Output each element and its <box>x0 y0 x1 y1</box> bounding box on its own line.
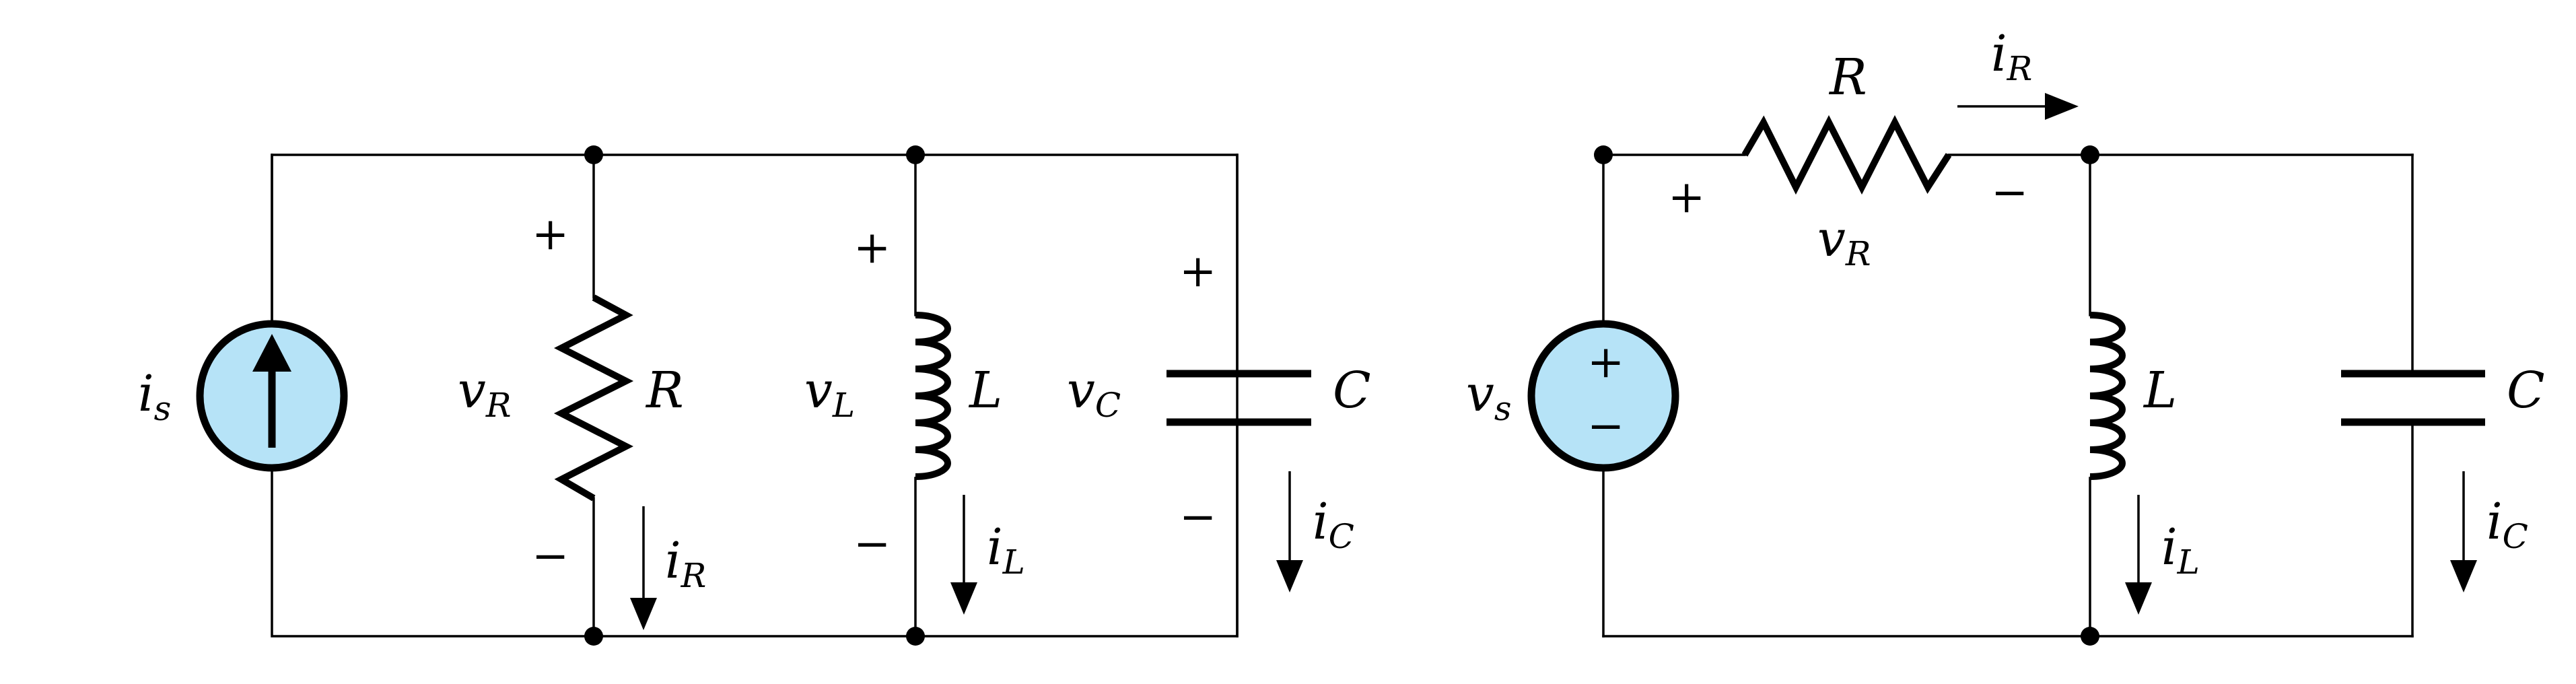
series-current-arrow <box>1957 93 2079 120</box>
series-current-label: iR <box>1991 25 2032 88</box>
series-inductor-current-arrow <box>2125 495 2152 615</box>
capacitor-minus-sign: − <box>1179 491 1216 543</box>
inductor-voltage-label: vL <box>804 362 855 425</box>
inductor-plus-sign: + <box>854 221 891 273</box>
parallel-nodes <box>584 145 925 646</box>
parallel-resistor <box>553 294 634 502</box>
series-resistor-plus-sign: + <box>1668 171 1705 223</box>
series-resistor <box>1741 115 1952 195</box>
inductor-current-label: iL <box>987 518 1025 582</box>
capacitor-voltage-label: vC <box>1067 362 1121 425</box>
parallel-capacitor <box>1167 370 1311 426</box>
voltage-source <box>1527 320 1679 472</box>
resistor-minus-sign: − <box>532 530 569 582</box>
series-resistor-label: R <box>1828 48 1867 106</box>
resistor-voltage-label: vR <box>458 362 511 425</box>
parallel-inductor <box>915 312 951 480</box>
parallel-resistor-label: R <box>645 362 684 419</box>
resistor-plus-sign: + <box>532 208 569 260</box>
resistor-current-arrow <box>630 506 657 630</box>
parallel-inductor-label: L <box>968 362 1002 419</box>
series-capacitor <box>2341 370 2485 426</box>
source-voltage-label: vs <box>1466 365 1511 428</box>
series-inductor-label: L <box>2143 362 2177 419</box>
series-resistor-minus-sign: − <box>1991 166 2028 218</box>
series-inductor-current-label: iL <box>2161 518 2200 582</box>
series-inductor <box>2089 312 2126 480</box>
series-capacitor-current-arrow <box>2450 471 2477 592</box>
current-source-arrow-icon <box>252 334 291 372</box>
capacitor-plus-sign: + <box>1179 245 1216 297</box>
parallel-capacitor-label: C <box>1333 362 1371 419</box>
resistor-current-label: iR <box>665 532 706 595</box>
series-capacitor-current-label: iC <box>2486 493 2528 556</box>
current-source <box>196 320 348 472</box>
voltage-source-plus-sign: + <box>1587 336 1624 388</box>
series-nodes <box>1594 145 2099 646</box>
source-current-label: is <box>138 365 171 428</box>
inductor-minus-sign: − <box>854 518 891 570</box>
capacitor-current-label: iC <box>1313 493 1354 556</box>
series-resistor-voltage-label: vR <box>1817 210 1871 273</box>
series-rlc-circuit: + − vs R vR + − iR L iL <box>1466 25 2545 646</box>
parallel-rlc-circuit: is R vR + − iR L vL + − iL <box>138 145 1371 646</box>
series-wires <box>1602 153 2414 638</box>
inductor-current-arrow <box>950 495 977 615</box>
voltage-source-body <box>1527 320 1679 472</box>
capacitor-current-arrow <box>1276 471 1303 592</box>
series-capacitor-label: C <box>2507 362 2545 419</box>
voltage-source-minus-sign: − <box>1587 400 1624 452</box>
